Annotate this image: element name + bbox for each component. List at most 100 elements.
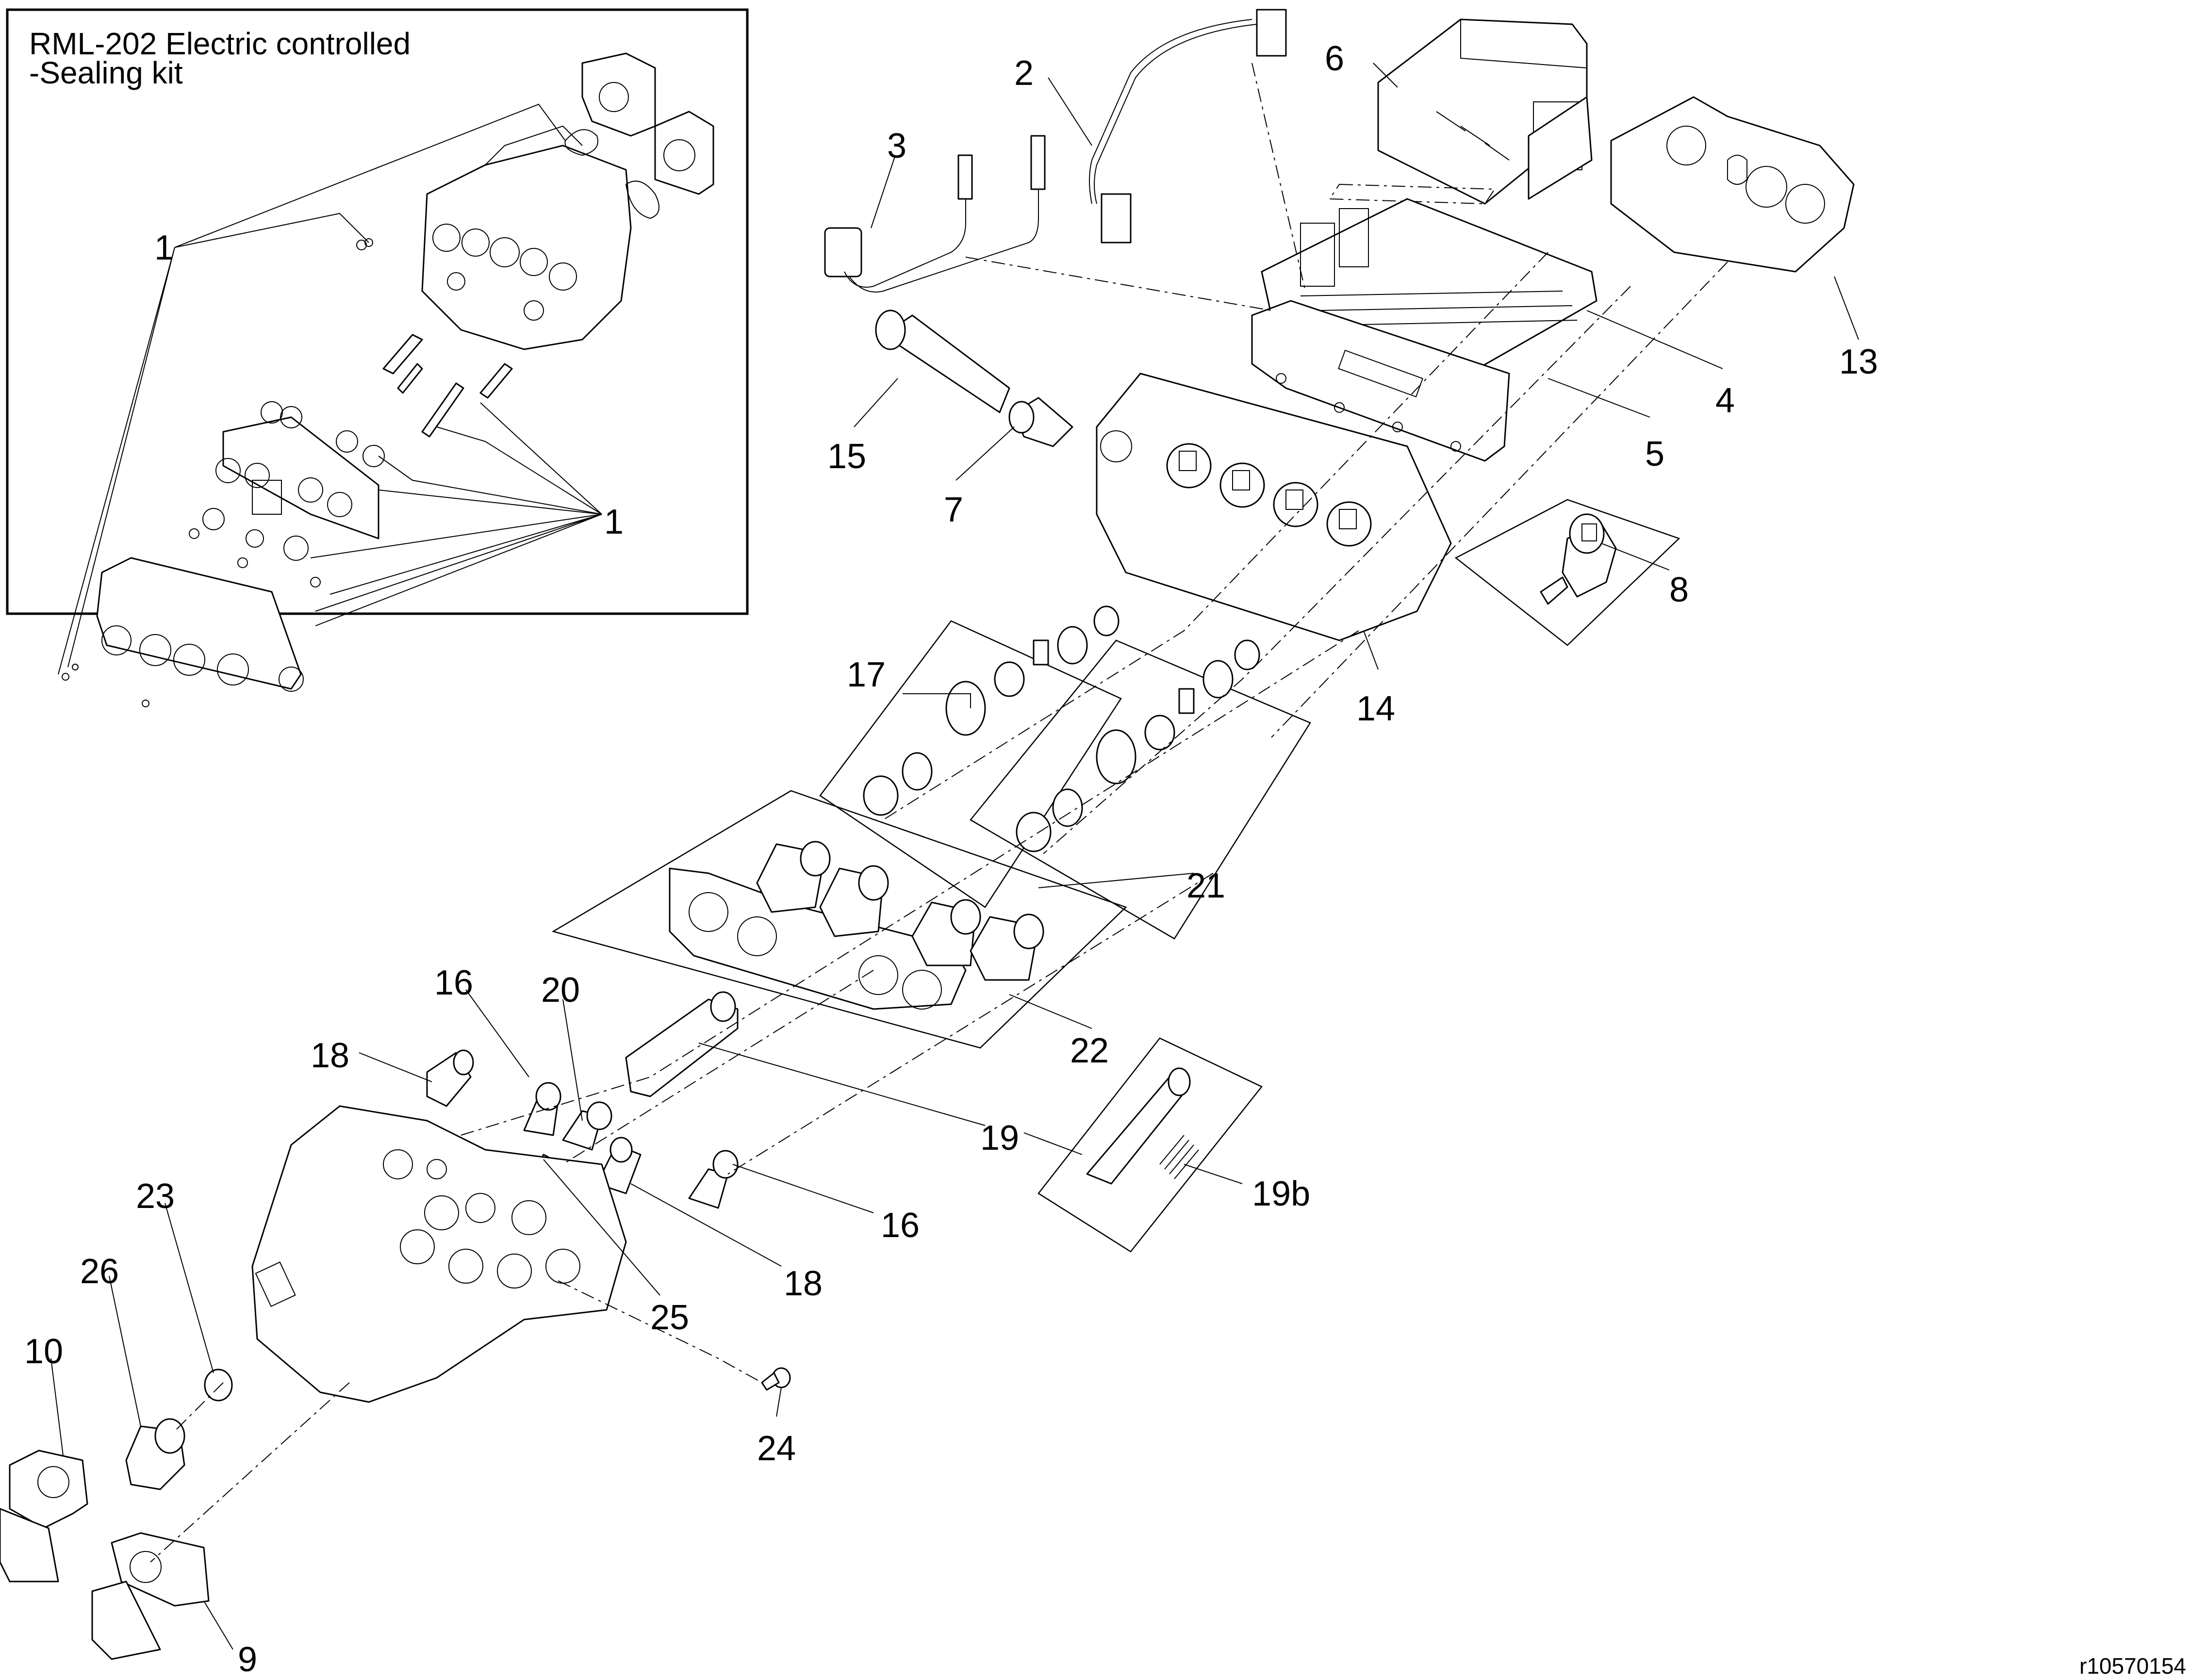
kit-box-17b <box>970 639 1311 940</box>
inset-valve-body-upper <box>421 125 632 350</box>
callout-19b: 19b <box>1252 1174 1310 1213</box>
callout-16-right: 16 <box>881 1206 920 1245</box>
part-15-sensor <box>875 310 1010 413</box>
callout-1-lower: 1 <box>604 503 624 541</box>
part-10-end-plate <box>0 1450 88 1582</box>
part-2-harness <box>1089 9 1287 244</box>
inset-valve-block-lower <box>96 557 304 692</box>
connector-top <box>1256 9 1287 57</box>
part-22-plate <box>669 867 967 1010</box>
leader-18-right <box>630 1183 782 1267</box>
main-valve-body <box>251 1105 627 1403</box>
part-17-seal-kit <box>863 605 1260 852</box>
callout-18-left: 18 <box>311 1036 349 1075</box>
leader-15 <box>854 378 898 427</box>
part-19b-spring <box>1159 1135 1199 1179</box>
callout-15: 15 <box>827 437 866 476</box>
kit-box-17a <box>819 620 1122 908</box>
part-19-spool <box>625 991 739 1097</box>
inset-screw <box>62 673 69 681</box>
sealing-kit-inset: RML-202 Electric controlled -Sealing kit <box>6 8 749 707</box>
leader-25 <box>543 1159 660 1296</box>
leader-7 <box>955 426 1015 481</box>
inset-screw-2 <box>142 700 149 707</box>
callout-26: 26 <box>80 1252 119 1291</box>
drawing-reference-code: r10570154 <box>2079 1653 2186 1679</box>
inset-title-line2: -Sealing kit <box>29 55 183 90</box>
inset-middle-fittings <box>189 401 385 587</box>
part-9-end-plate <box>91 1532 210 1660</box>
part-21-fittings <box>756 841 1044 981</box>
inset-spools <box>356 238 513 438</box>
callout-8: 8 <box>1669 571 1689 609</box>
leader-22 <box>1009 994 1092 1029</box>
inset-end-plate-1 <box>564 52 656 156</box>
callout-6: 6 <box>1325 39 1344 78</box>
part-26-fitting <box>125 1418 185 1490</box>
callouts: 2 3 6 13 4 5 15 7 8 14 17 21 22 16 20 18… <box>24 39 1878 1679</box>
callout-17: 17 <box>847 655 886 694</box>
kit-box-8 <box>1454 499 1680 646</box>
part-7-adapter <box>1008 397 1073 447</box>
kit-box-19 <box>1037 1037 1263 1253</box>
callout-3: 3 <box>887 127 906 165</box>
callout-21: 21 <box>1186 866 1225 905</box>
leader-4 <box>1586 310 1723 369</box>
leader-8 <box>1601 543 1670 571</box>
leader-20 <box>562 999 583 1121</box>
leader-19 <box>698 1043 986 1126</box>
callout-14: 14 <box>1356 689 1395 728</box>
inset-title-line1: RML-202 Electric controlled <box>29 26 411 61</box>
callout-23: 23 <box>136 1177 175 1216</box>
callout-4: 4 <box>1715 381 1735 420</box>
leader-19-kit <box>1023 1132 1083 1155</box>
leader-18-left <box>359 1052 432 1082</box>
inset-washer <box>72 664 79 670</box>
callout-18-right: 18 <box>784 1264 823 1303</box>
leader-24 <box>776 1387 782 1417</box>
leader-23 <box>165 1203 214 1373</box>
part-24-plug <box>761 1367 791 1391</box>
callout-7: 7 <box>944 490 963 529</box>
callout-1-upper: 1 <box>154 228 174 267</box>
connector-bottom <box>1101 193 1132 244</box>
phantom-outline-6 <box>1329 183 1496 205</box>
leader-10 <box>50 1358 64 1456</box>
callout-25: 25 <box>650 1298 689 1337</box>
leader-lines <box>50 63 1859 1650</box>
callout-10: 10 <box>24 1332 63 1371</box>
part-18-check-valve-left <box>426 1049 474 1107</box>
leader-21 <box>1038 873 1194 888</box>
inset-end-plate-2 <box>625 111 714 219</box>
callout-24: 24 <box>757 1429 796 1468</box>
inset-leaders-lower <box>310 402 602 626</box>
leader-6 <box>1373 63 1398 88</box>
part-16-insert-right <box>688 1150 739 1209</box>
leader-16-right <box>732 1164 874 1213</box>
callout-20: 20 <box>541 971 580 1010</box>
part-14-valve-block <box>1096 373 1452 641</box>
part-20-insert <box>562 1101 612 1151</box>
leader-14 <box>1363 630 1379 670</box>
inset-frame <box>6 8 749 615</box>
leader-3 <box>871 155 896 228</box>
part-23-plug <box>204 1369 233 1402</box>
callout-19: 19 <box>980 1119 1019 1158</box>
part-16-insert-left <box>523 1082 561 1136</box>
leader-16-left <box>465 989 529 1077</box>
leader-13 <box>1834 276 1859 340</box>
part-3-harness <box>824 135 1046 293</box>
phantom-center-lines <box>150 63 1728 1563</box>
part-8-solenoid-valve <box>1540 513 1617 605</box>
callout-16-left: 16 <box>434 963 473 1002</box>
callout-5: 5 <box>1645 435 1664 473</box>
leader-26 <box>109 1275 141 1427</box>
kit-box-22 <box>551 790 1127 1049</box>
callout-13: 13 <box>1839 343 1878 381</box>
part-19-spool-kit <box>1086 1067 1191 1185</box>
part-13-gasket-plate <box>1528 96 1855 273</box>
callout-9: 9 <box>238 1640 257 1679</box>
leader-19b <box>1184 1164 1243 1184</box>
leader-5 <box>1548 378 1650 418</box>
